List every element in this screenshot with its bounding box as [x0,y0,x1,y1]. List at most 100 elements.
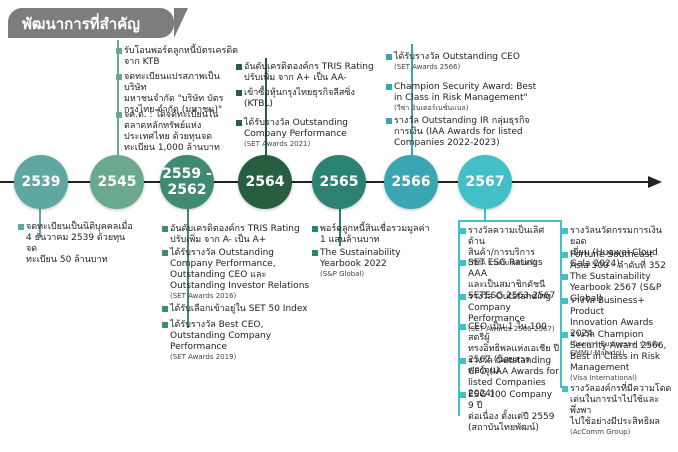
bullet-icon [18,224,24,230]
milestone-text: รางวัลนวัตกรรมการเงินยอด เยี่ยม (Huawei … [570,226,662,269]
milestone-item: อันดับเครดิตองค์กร TRIS Rating ปรับเพิ่ม… [236,62,374,84]
milestone-item: The Sustainability Yearbook 2567 (S&P Gl… [562,272,674,305]
milestone-item: รางวัลนวัตกรรมการเงินยอด เยี่ยม (Huawei … [562,226,674,270]
bullet-icon [460,358,466,364]
milestone-source: (SET Awards 2566-2567) [468,325,555,333]
milestone-item: รางวัลความเป็นเลิศด้าน สินค้า/การบริการ … [460,226,560,268]
bullet-icon [386,118,392,124]
milestone-text: รางวัลความเป็นเลิศด้าน สินค้า/การบริการ [468,226,545,258]
milestone-text: จดทะเบียนแปรสภาพเป็นบริษัท มหาชนจำกัด "บ… [124,72,224,115]
milestone-item: ได้รับรางวัล Outstanding Company Perform… [162,248,310,301]
milestone-text: The Sustainability Yearbook 2022 [320,248,401,269]
milestone-text: ได้รับรางวัล Outstanding Company Perform… [244,118,349,139]
milestone-text: รางวัลองค์กรที่มีความโดด เด่นในการนำไปใช… [570,384,672,427]
year-label: 2545 [97,174,137,190]
milestone-source: (วีซ่า อินเตอร์เนชั่นแนล) [394,104,469,112]
milestone-item: รับโอนพอร์ตลูกหนี้บัตรเครดิต จาก KTB [116,46,242,68]
connector-2559 [187,208,189,328]
milestone-text: Champion Security Award: Best in Class i… [394,82,537,103]
bullet-icon [460,228,466,234]
bullet-icon [312,250,318,256]
connector-2545 [117,40,119,156]
bullet-icon [162,250,168,256]
connector-2567 [484,208,486,222]
bullet-icon [460,294,466,300]
milestone-source: (S&P Global) [320,270,365,278]
milestone-text: อันดับเครดิตองค์กร TRIS Rating ปรับเพิ่ม… [170,224,300,245]
bullet-icon [312,226,318,232]
year-label: 2564 [245,174,285,190]
bullet-icon [562,228,568,234]
section-title-tab: พัฒนาการที่สำคัญ [8,8,188,38]
bullet-icon [562,298,568,304]
connector-2565 [339,208,341,246]
bullet-icon [386,54,392,60]
milestone-item: รางวัล Outstanding IR กลุ่มธุรกิจ การเงิ… [386,116,544,149]
connector-2566 [411,44,413,156]
milestone-item: SET ESG Ratings AAA และเป็นสมาชิกดัชนี S… [460,258,560,302]
milestone-item: ได้รับเลือกเข้าอยู่ใน SET 50 Index [162,304,310,315]
section-title: พัฒนาการที่สำคัญ [22,15,140,33]
connector-2567-bar [458,220,562,222]
milestone-item: The Sustainability Yearbook 2022 (S&P Gl… [312,248,446,279]
bullet-icon [236,120,242,126]
milestone-text: รางวัล Outstanding IR กลุ่มธุรกิจ การเงิ… [394,116,530,148]
year-node-2539: 2539 [14,155,68,209]
milestone-text: ได้รับรางวัล Best CEO, Outstanding Compa… [170,320,272,352]
milestone-source: (Visa International) [570,374,637,382]
bullet-icon [562,274,568,280]
milestone-text: The Sustainability Yearbook 2567 (S&P Gl… [570,272,662,304]
milestone-source: (TMA ร่วมกับ ศศินทร์) [468,259,537,267]
bullet-icon [116,48,122,54]
milestone-item: รางวัล Outstanding Company Performance (… [460,292,560,334]
year-label: 2559 - 2562 [162,166,212,198]
milestone-text: จดทะเบียนเป็นนิติบุคคลเมื่อ 4 ธันวาคม 25… [26,222,133,265]
milestone-item: ได้รับรางวัล Best CEO, Outstanding Compa… [162,320,310,362]
bullet-icon [116,112,122,118]
milestone-item: CEO เป็น 1 ใน 100 สตรีผู้ ทรงอิทธิพลแห่ง… [460,322,560,377]
bullet-icon [562,252,568,258]
bullet-icon [386,84,392,90]
milestone-text: CEO เป็น 1 ใน 100 สตรีผู้ ทรงอิทธิพลแห่ง… [468,322,560,376]
milestone-item: ESG 100 Company 9 ปี ต่อเนื่อง ตั้งแต่ปี… [460,390,560,434]
milestone-item: ได้รับรางวัล Outstanding Company Perform… [236,118,374,149]
milestone-item: รางวัล Business+ Product Innovation Awar… [562,296,674,358]
year-label: 2566 [391,174,431,190]
milestone-text: รางวัล Outstanding CFO (IAA Awards for l… [468,356,559,399]
milestone-text: รับโอนพอร์ตลูกหนี้บัตรเครดิต จาก KTB [124,46,239,67]
milestone-text: ได้รับเลือกเข้าอยู่ใน SET 50 Index [170,304,308,314]
milestone-text: อันดับเครดิตองค์กร TRIS Rating ปรับเพิ่ม… [244,62,374,83]
connector-2567-col2 [560,220,562,388]
milestone-text: รางวัล Outstanding Company Performance [468,292,552,324]
year-node-2565: 2565 [312,155,366,209]
milestone-item: จดทะเบียนแปรสภาพเป็นบริษัท มหาชนจำกัด "บ… [116,72,242,116]
milestone-text: รางวัล Business+ Product Innovation Awar… [570,296,654,339]
milestone-text: พอร์ตลูกหนี้สินเชื่อรวมมูลค่า 1 แสนล้านบ… [320,224,430,245]
connector-2539 [39,208,41,238]
year-label: 2539 [21,174,61,190]
connector-2564 [265,58,267,156]
year-node-2559-2562: 2559 - 2562 [160,155,214,209]
milestone-item: จด.ต. : ได้จดทะเบียนใน ตลาดหลักทรัพย์แห่… [116,110,242,154]
bullet-icon [162,322,168,328]
milestone-item: ได้รับรางวัล Outstanding CEO (SET Awards… [386,52,544,72]
milestone-item: จดทะเบียนเป็นนิติบุคคลเมื่อ 4 ธันวาคม 25… [18,222,136,266]
milestone-text: จด.ต. : ได้จดทะเบียนใน ตลาดหลักทรัพย์แห่… [124,110,220,153]
milestone-item: รางวัล Champion Security Award 2566, Bes… [562,330,674,383]
bullet-icon [562,386,568,392]
bullet-icon [236,90,242,96]
milestone-item: พอร์ตลูกหนี้สินเชื่อรวมมูลค่า 1 แสนล้านบ… [312,224,446,246]
bullet-icon [236,64,242,70]
milestone-text: รางวัล Champion Security Award 2566, Bes… [570,330,667,373]
milestone-item: Champion Security Award: Best in Class i… [386,82,544,113]
milestone-source: (SET Awards 2021) [244,140,311,148]
milestone-item: รางวัลองค์กรที่มีความโดด เด่นในการนำไปใช… [562,384,674,437]
year-node-2545: 2545 [90,155,144,209]
milestone-item: เข้าซื้อหุ้นกรุงไทยธุรกิจลีสซิ่ง (KTBL) [236,88,374,110]
year-node-2564: 2564 [238,155,292,209]
milestone-text: ESG 100 Company 9 ปี ต่อเนื่อง ตั้งแต่ปี… [468,390,555,433]
milestone-item: รางวัล Outstanding CFO (IAA Awards for l… [460,356,560,400]
milestone-text: SET ESG Ratings AAA และเป็นสมาชิกดัชนี S… [468,258,556,301]
milestone-source: (SET Awards 2016) [170,292,237,300]
bullet-icon [116,74,122,80]
